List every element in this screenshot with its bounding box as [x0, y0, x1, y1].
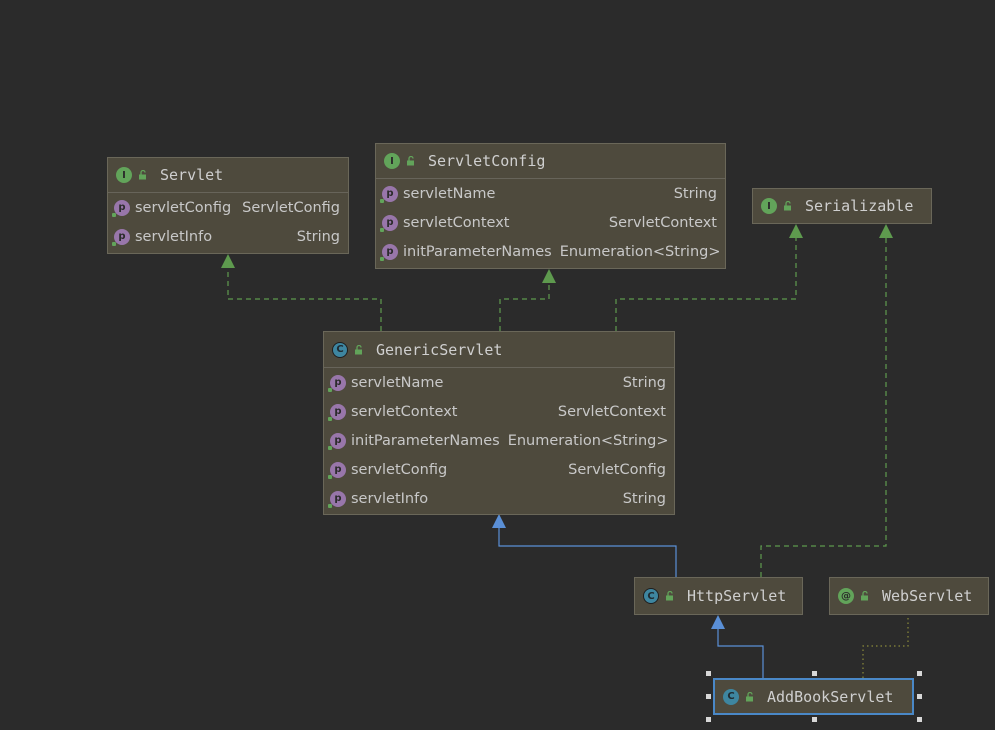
arrowhead-serializable-a	[789, 224, 803, 238]
field-name: servletName	[403, 185, 496, 202]
node-title: Serializable	[805, 197, 914, 215]
property-icon: p	[328, 490, 346, 508]
resize-handle-top[interactable]	[812, 671, 817, 676]
resize-handle-bottom-right[interactable]	[917, 717, 922, 722]
node-header: I ServletConfig	[376, 144, 725, 179]
node-servletconfig[interactable]: I ServletConfig p servletName String p s…	[375, 143, 726, 269]
property-icon: p	[328, 374, 346, 392]
field-name: initParameterNames	[351, 432, 500, 449]
node-header: I Serializable	[753, 189, 931, 223]
node-title: GenericServlet	[376, 340, 503, 359]
edge-http-to-serializable	[760, 238, 887, 577]
node-header: C GenericServlet	[324, 332, 674, 368]
field-name: servletInfo	[351, 490, 429, 507]
edge-generic-to-servlet	[227, 268, 382, 331]
arrowhead-servlet	[221, 254, 235, 268]
field-row[interactable]: p servletName String	[376, 179, 725, 208]
property-icon: p	[380, 214, 398, 232]
node-httpservlet[interactable]: C HttpServlet	[634, 577, 803, 615]
resize-handle-right[interactable]	[917, 694, 922, 699]
resize-handle-top-right[interactable]	[917, 671, 922, 676]
class-icon: C	[723, 688, 739, 705]
field-type: ServletContext	[608, 214, 717, 231]
field-type: ServletConfig	[242, 199, 340, 216]
node-header: @ WebServlet	[830, 578, 988, 614]
unlocked-icon	[355, 344, 362, 354]
resize-handle-left[interactable]	[706, 694, 711, 699]
field-row[interactable]: p servletName String	[324, 368, 674, 397]
field-row[interactable]: p servletConfig ServletConfig	[324, 455, 674, 484]
interface-icon: I	[384, 153, 400, 169]
field-name: servletConfig	[351, 461, 448, 478]
field-type: ServletConfig	[568, 461, 666, 478]
abstract-class-icon: C	[643, 588, 659, 604]
field-row[interactable]: p servletInfo String	[324, 484, 674, 513]
node-header: I Servlet	[108, 158, 348, 193]
annotation-icon: @	[838, 588, 854, 604]
resize-handle-bottom-left[interactable]	[706, 717, 711, 722]
field-type: Enumeration<String>	[507, 432, 669, 449]
field-type: String	[622, 374, 666, 391]
field-type: Enumeration<String>	[559, 243, 721, 260]
field-type: String	[673, 185, 717, 202]
interface-icon: I	[761, 198, 777, 214]
field-type: ServletContext	[557, 403, 666, 420]
field-row[interactable]: p initParameterNames Enumeration<String>	[376, 237, 725, 266]
node-webservlet[interactable]: @ WebServlet	[829, 577, 989, 615]
node-title: WebServlet	[882, 587, 973, 605]
field-name: initParameterNames	[403, 243, 552, 260]
unlocked-icon	[407, 156, 414, 166]
field-type: String	[622, 490, 666, 507]
edge-addbook-to-webservlet	[862, 615, 909, 678]
field-row[interactable]: p servletConfig ServletConfig	[108, 193, 348, 222]
unlocked-icon	[746, 691, 753, 701]
unlocked-icon	[139, 170, 146, 180]
edge-generic-to-serializable	[615, 238, 797, 331]
field-name: servletConfig	[135, 199, 232, 216]
property-icon: p	[328, 432, 346, 450]
arrowhead-httpservlet	[711, 615, 725, 629]
node-addbookservlet[interactable]: C AddBookServlet	[713, 678, 914, 715]
field-name: servletContext	[403, 214, 510, 231]
resize-handle-bottom[interactable]	[812, 717, 817, 722]
node-genericservlet[interactable]: C GenericServlet p servletName String p …	[323, 331, 675, 515]
abstract-class-icon: C	[332, 341, 348, 358]
property-icon: p	[380, 185, 398, 203]
node-title: AddBookServlet	[767, 687, 894, 706]
property-icon: p	[328, 461, 346, 479]
unlocked-icon	[784, 201, 791, 211]
field-name: servletName	[351, 374, 444, 391]
node-title: ServletConfig	[428, 152, 546, 170]
field-row[interactable]: p servletInfo String	[108, 222, 348, 251]
node-serializable[interactable]: I Serializable	[752, 188, 932, 224]
property-icon: p	[328, 403, 346, 421]
interface-icon: I	[116, 167, 132, 183]
field-row[interactable]: p initParameterNames Enumeration<String>	[324, 426, 674, 455]
edge-addbook-to-http	[717, 629, 764, 678]
unlocked-icon	[666, 591, 673, 601]
arrowhead-serializable-b	[879, 224, 893, 238]
property-icon: p	[380, 243, 398, 261]
unlocked-icon	[861, 591, 868, 601]
node-title: HttpServlet	[687, 587, 787, 605]
node-header: C AddBookServlet	[715, 680, 912, 713]
property-icon: p	[112, 199, 130, 217]
edge-generic-to-servletconfig	[499, 283, 550, 331]
field-name: servletContext	[351, 403, 458, 420]
node-title: Servlet	[160, 166, 224, 184]
field-row[interactable]: p servletContext ServletContext	[376, 208, 725, 237]
field-name: servletInfo	[135, 228, 213, 245]
field-row[interactable]: p servletContext ServletContext	[324, 397, 674, 426]
field-type: String	[296, 228, 340, 245]
edge-http-to-generic	[498, 528, 677, 577]
node-servlet[interactable]: I Servlet p servletConfig ServletConfig …	[107, 157, 349, 254]
node-header: C HttpServlet	[635, 578, 802, 614]
arrowhead-servletconfig	[542, 269, 556, 283]
resize-handle-top-left[interactable]	[706, 671, 711, 676]
property-icon: p	[112, 228, 130, 246]
arrowhead-genericservlet	[492, 514, 506, 528]
